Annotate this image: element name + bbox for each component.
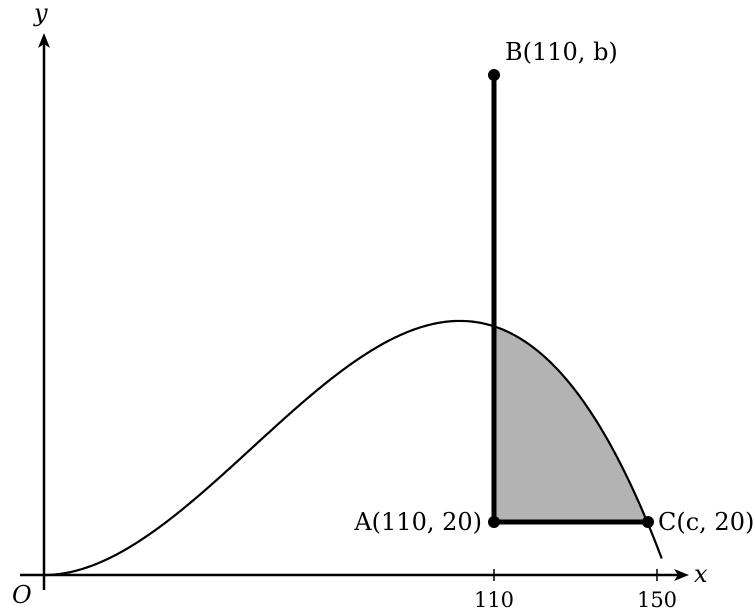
point-a-label: A(110, 20)	[353, 508, 482, 536]
point-b-label: B(110, b)	[505, 38, 618, 66]
origin-label: O	[12, 581, 32, 609]
point-c	[642, 516, 654, 528]
x-tick-label-110: 110	[474, 588, 514, 612]
x-axis-label: x	[694, 560, 708, 588]
x-tick-label-150: 150	[637, 588, 677, 612]
shaded-region	[494, 326, 647, 522]
x-axis-arrowhead	[674, 569, 689, 581]
y-axis-label: y	[33, 0, 48, 27]
point-c-label: C(c, 20)	[658, 508, 754, 536]
point-b	[488, 69, 500, 81]
y-axis-arrowhead	[38, 33, 50, 48]
point-a	[488, 516, 500, 528]
curve	[43, 319, 663, 577]
